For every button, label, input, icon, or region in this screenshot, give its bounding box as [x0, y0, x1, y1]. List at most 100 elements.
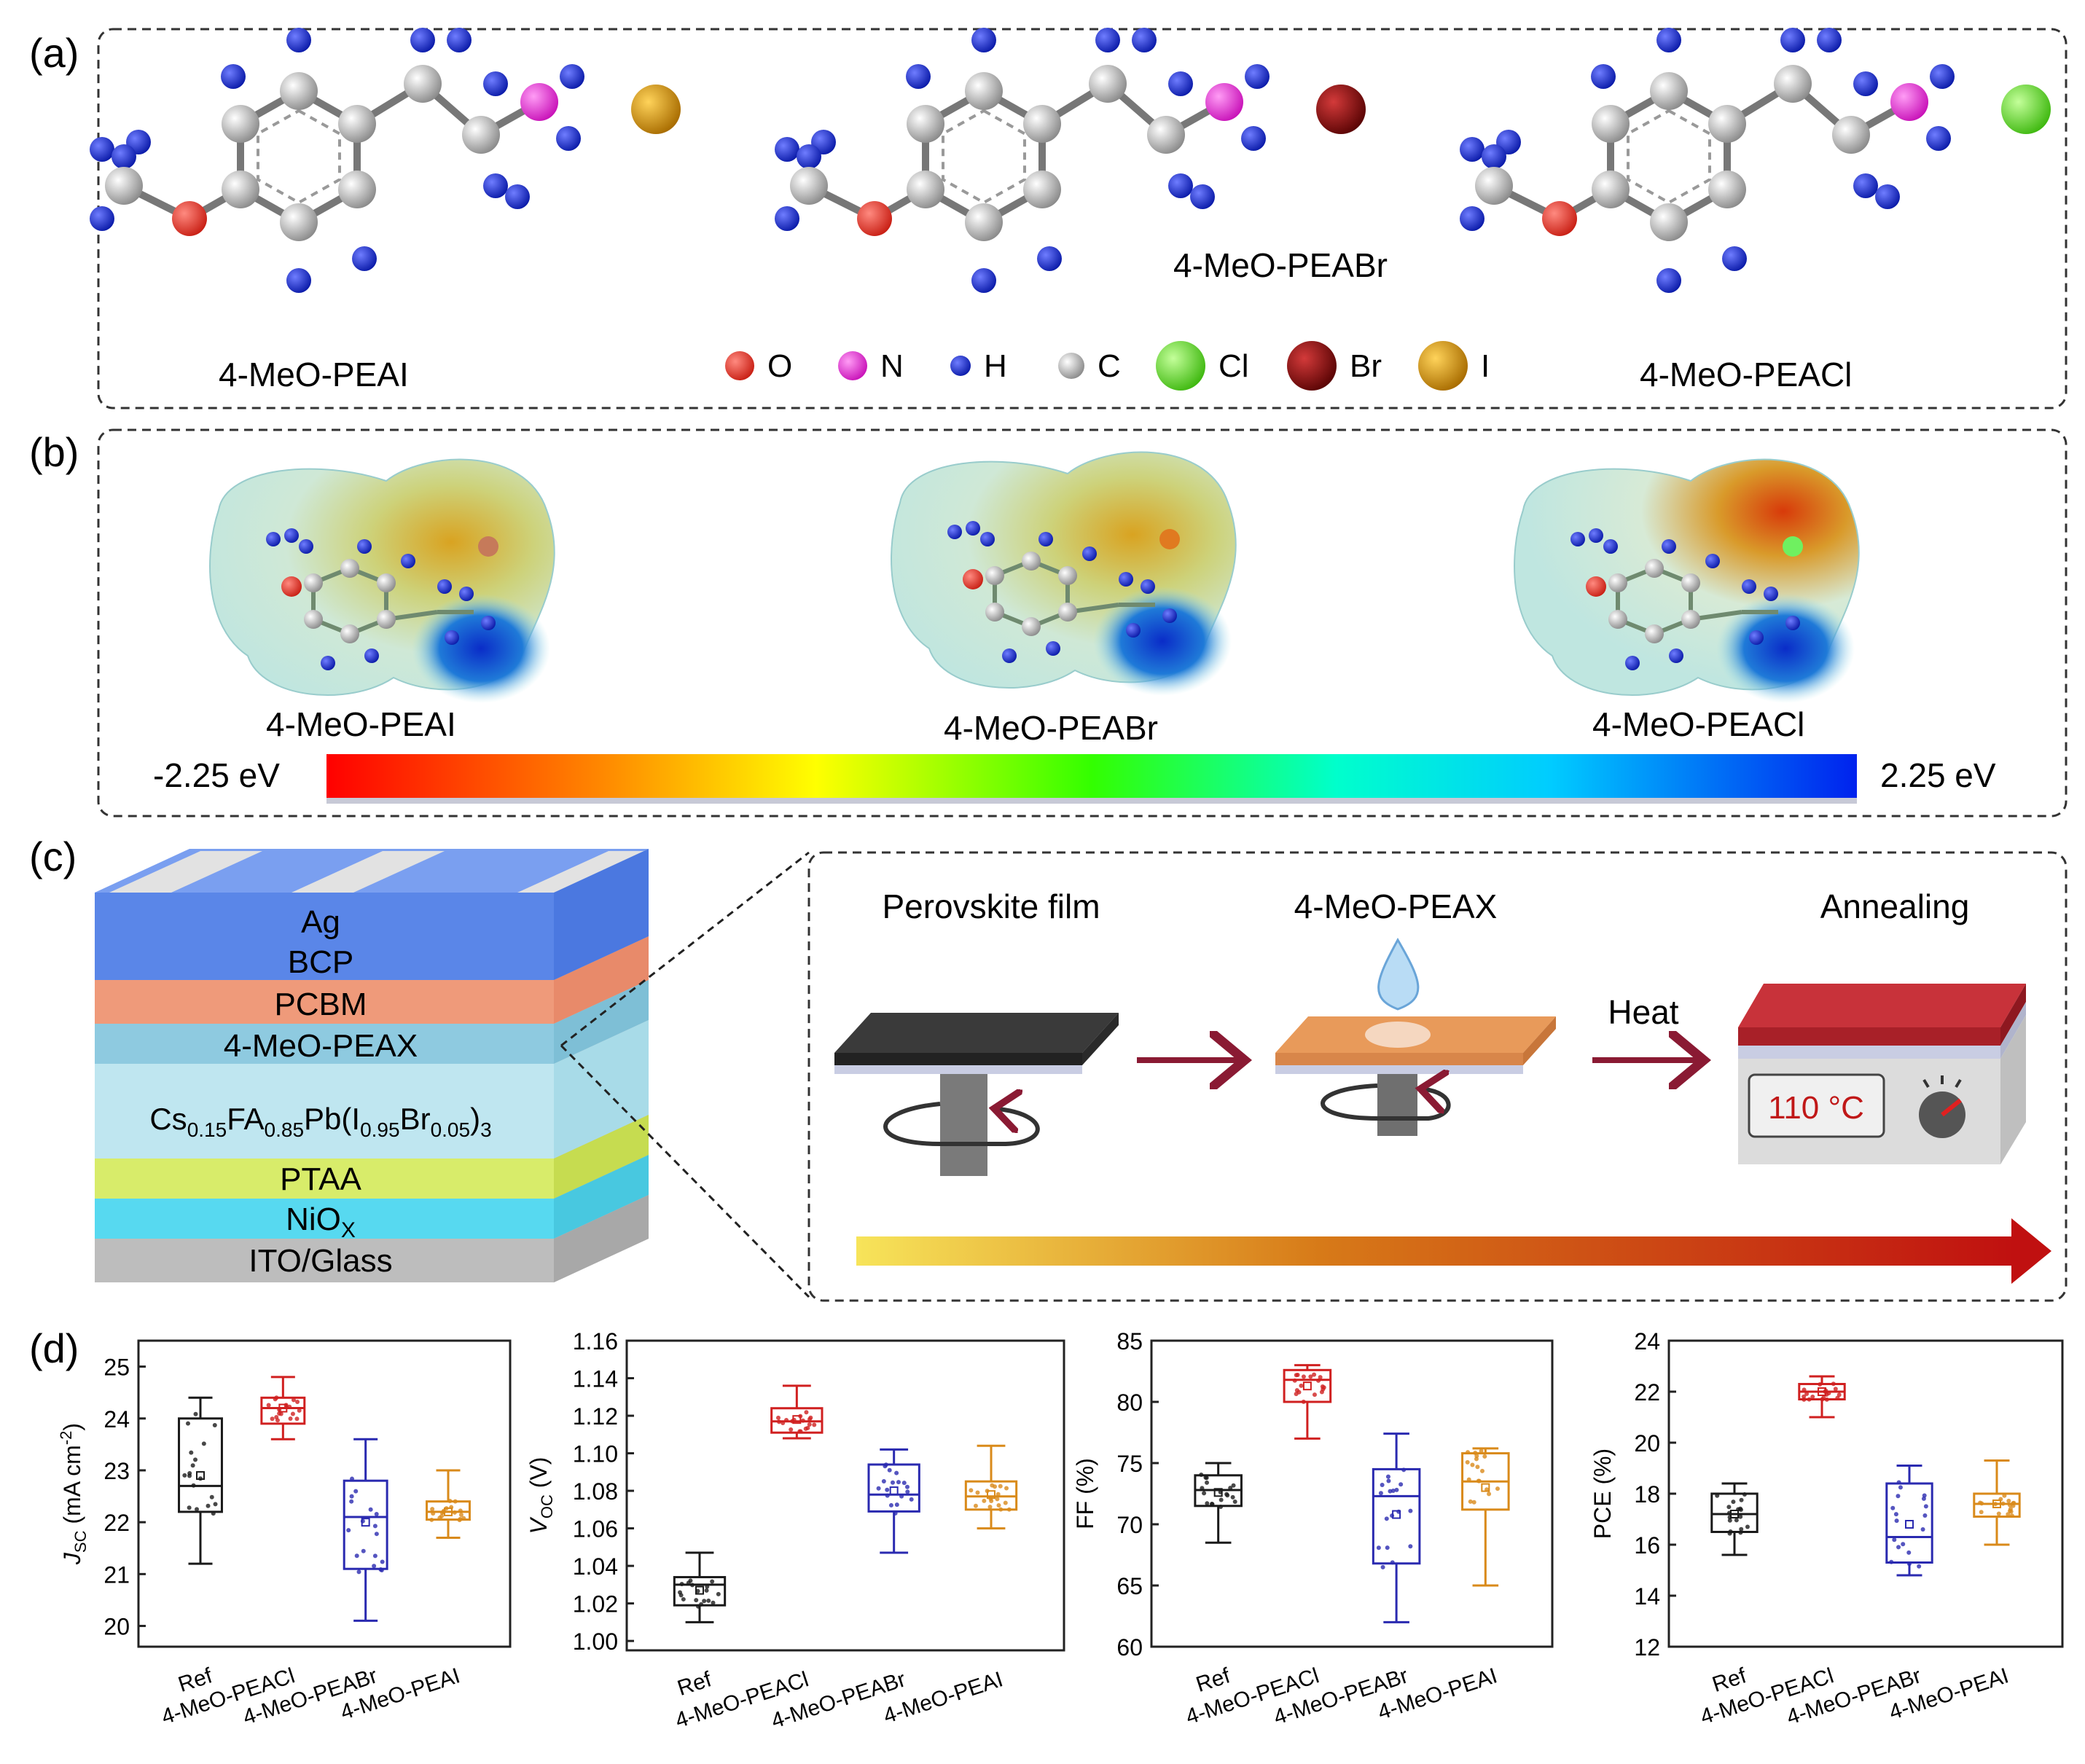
- box-iqr: [1283, 1368, 1332, 1403]
- legend-swatch: [838, 351, 867, 380]
- carbon-atom: [1708, 170, 1746, 208]
- side-pcbm: [554, 936, 649, 1024]
- data-point: [290, 1411, 295, 1416]
- hydrogen-atom: [1875, 184, 1900, 209]
- y-tick-label: 1.10: [573, 1441, 618, 1467]
- legend-label: I: [1481, 348, 1490, 384]
- layer-peax: [95, 1024, 554, 1064]
- box-Ref: Ref: [1193, 1462, 1243, 1697]
- data-point: [881, 1478, 886, 1483]
- carbon-atom: [1475, 167, 1513, 205]
- carbon-atom: [790, 167, 828, 205]
- data-point: [681, 1596, 686, 1602]
- data-point: [356, 1569, 361, 1575]
- data-point: [987, 1505, 993, 1510]
- data-point: [1727, 1518, 1732, 1523]
- data-point: [995, 1497, 1000, 1502]
- molecule-structures: [90, 28, 2051, 293]
- data-point: [212, 1423, 217, 1428]
- carbon-atom: [1592, 170, 1630, 208]
- data-point: [1923, 1504, 1928, 1509]
- data-point: [2000, 1501, 2006, 1506]
- esp-colorbar-shadow: [326, 798, 1857, 804]
- esp-halide: [478, 536, 498, 557]
- data-point: [1004, 1486, 1009, 1491]
- box-iqr: [867, 1463, 920, 1513]
- halide-ion: [2001, 85, 2051, 134]
- data-point: [1209, 1502, 1214, 1507]
- data-point: [1738, 1514, 1743, 1519]
- esp-carbon: [1681, 610, 1700, 629]
- esp-carbon: [1608, 610, 1627, 629]
- data-point: [1231, 1483, 1236, 1488]
- data-point: [1831, 1381, 1836, 1387]
- hydrogen-atom: [221, 64, 246, 89]
- esp-carbon: [304, 610, 323, 629]
- data-point: [431, 1511, 436, 1516]
- data-point: [696, 1604, 701, 1609]
- data-point: [1479, 1468, 1484, 1473]
- layer-label-perovskite: Cs0.15FA0.85Pb(I0.95Br0.05)3: [149, 1102, 491, 1141]
- y-tick-label: 1.06: [573, 1516, 618, 1542]
- data-point: [380, 1559, 385, 1564]
- data-point: [2009, 1513, 2014, 1518]
- data-point: [190, 1463, 195, 1468]
- data-point: [372, 1564, 377, 1569]
- aromatic-ring: [942, 109, 1026, 205]
- oxygen-atom: [1542, 201, 1577, 236]
- data-point: [1731, 1500, 1736, 1505]
- data-point: [887, 1467, 892, 1473]
- data-point: [1736, 1507, 1741, 1512]
- hydrogen-atom: [447, 28, 472, 52]
- carbon-atom: [404, 65, 442, 103]
- data-point: [349, 1494, 354, 1499]
- data-point: [1384, 1516, 1389, 1521]
- esp-hydrogen: [299, 539, 313, 554]
- box-iqr: [1372, 1467, 1421, 1565]
- hydrogen-atom: [1037, 246, 1062, 271]
- data-point: [1802, 1394, 1807, 1399]
- data-point: [807, 1416, 813, 1422]
- carbon-atom: [1023, 105, 1061, 143]
- data-point: [1821, 1395, 1826, 1400]
- data-point: [349, 1499, 354, 1504]
- data-point: [695, 1588, 700, 1594]
- hydrogen-atom: [775, 137, 799, 162]
- carbon-atom: [907, 105, 944, 143]
- data-point: [1810, 1395, 1815, 1400]
- data-point: [982, 1498, 987, 1503]
- aromatic-ring: [1627, 109, 1711, 205]
- esp-hydrogen: [284, 528, 299, 543]
- data-point: [702, 1599, 707, 1604]
- data-point: [429, 1517, 434, 1522]
- side-ito: [554, 1195, 649, 1282]
- carbon-atom: [1774, 65, 1812, 103]
- esp-hydrogen: [1785, 616, 1800, 630]
- data-point: [1292, 1378, 1297, 1383]
- hydrogen-atom: [90, 206, 114, 231]
- data-point: [1321, 1385, 1326, 1390]
- process-frame: [807, 851, 2068, 1302]
- data-point: [372, 1553, 378, 1559]
- box-mean: [1905, 1520, 1914, 1529]
- data-point: [1390, 1513, 1395, 1518]
- data-point: [2008, 1502, 2013, 1508]
- progress-gradient-bar: [856, 1236, 2015, 1266]
- data-point: [995, 1491, 1001, 1497]
- legend-label: N: [880, 348, 904, 384]
- data-point: [201, 1441, 206, 1446]
- ag-electrode-1: [109, 851, 262, 893]
- data-point: [1921, 1496, 1926, 1501]
- legend-item-Cl: Cl: [1156, 341, 1249, 391]
- data-point: [985, 1489, 990, 1494]
- data-point: [812, 1422, 817, 1427]
- data-point: [270, 1416, 275, 1422]
- esp-map-1: [891, 451, 1237, 696]
- data-point: [1715, 1493, 1720, 1498]
- data-point: [2006, 1512, 2011, 1517]
- zoom-line-top: [560, 851, 810, 1047]
- hydrogen-atom: [1460, 137, 1484, 162]
- hydrogen-atom: [483, 71, 508, 96]
- data-point: [187, 1471, 192, 1476]
